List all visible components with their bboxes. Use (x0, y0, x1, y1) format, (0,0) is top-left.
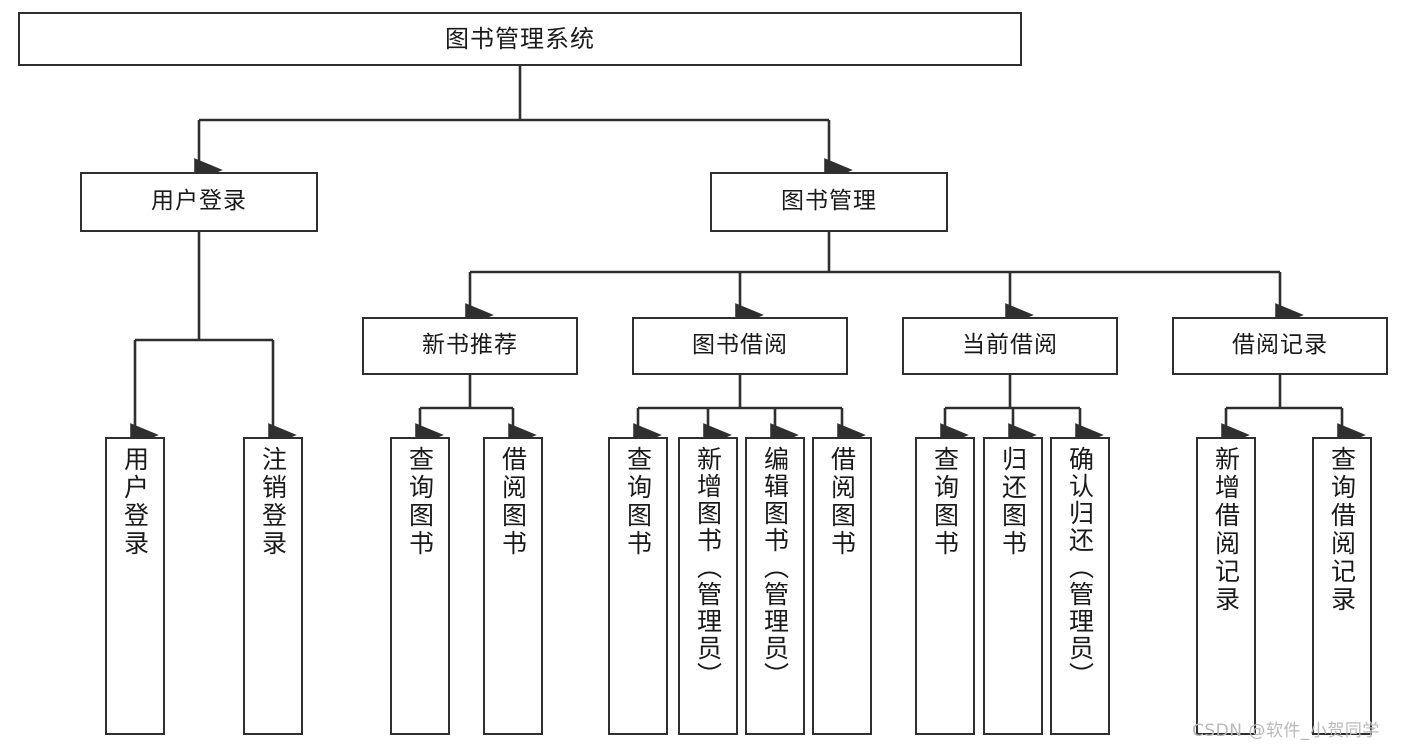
leaf-node[interactable]: 查询借阅记录 (1312, 437, 1372, 735)
leaf-node[interactable]: 归还图书 (983, 437, 1043, 735)
leaf-node-label: 用户登录 (120, 446, 150, 558)
leaf-node-label: 借阅图书 (498, 446, 528, 558)
leaf-node-label: 查询图书 (623, 446, 653, 558)
node-current-borrow-label: 当前借阅 (962, 332, 1058, 359)
leaf-node-label: 新增图书（管理员） (693, 446, 723, 689)
leaf-node[interactable]: 确认归还（管理员） (1050, 437, 1110, 735)
leaf-node[interactable]: 注销登录 (243, 437, 303, 735)
leaf-node-label: 新增借阅记录 (1211, 446, 1241, 614)
leaf-node-label: 编辑图书（管理员） (760, 446, 790, 689)
leaf-node[interactable]: 借阅图书 (812, 437, 872, 735)
node-root-label: 图书管理系统 (445, 24, 595, 53)
leaf-node-label: 查询图书 (405, 446, 435, 558)
leaf-node[interactable]: 查询图书 (390, 437, 450, 735)
node-book-borrow[interactable]: 图书借阅 (632, 317, 848, 375)
leaf-node[interactable]: 查询图书 (608, 437, 668, 735)
leaf-node-label: 查询图书 (930, 446, 960, 558)
csdn-watermark: CSDN @软件_小贺同学 (1192, 721, 1380, 741)
node-current-borrow[interactable]: 当前借阅 (902, 317, 1118, 375)
node-root[interactable]: 图书管理系统 (18, 12, 1022, 66)
node-book-management[interactable]: 图书管理 (710, 172, 948, 232)
leaf-node-label: 注销登录 (258, 446, 288, 558)
leaf-node[interactable]: 借阅图书 (483, 437, 543, 735)
node-user-login[interactable]: 用户登录 (80, 172, 318, 232)
leaf-node-label: 归还图书 (998, 446, 1028, 558)
leaf-node[interactable]: 新增借阅记录 (1196, 437, 1256, 735)
leaf-node[interactable]: 编辑图书（管理员） (745, 437, 805, 735)
leaf-node-label: 借阅图书 (827, 446, 857, 558)
node-new-book-recommend-label: 新书推荐 (422, 332, 518, 359)
node-user-login-label: 用户登录 (151, 188, 247, 215)
leaf-node[interactable]: 用户登录 (105, 437, 165, 735)
node-borrow-records-label: 借阅记录 (1232, 332, 1328, 359)
leaf-node[interactable]: 查询图书 (915, 437, 975, 735)
node-new-book-recommend[interactable]: 新书推荐 (362, 317, 578, 375)
leaf-node[interactable]: 新增图书（管理员） (678, 437, 738, 735)
node-book-borrow-label: 图书借阅 (692, 332, 788, 359)
node-borrow-records[interactable]: 借阅记录 (1172, 317, 1388, 375)
leaf-node-label: 确认归还（管理员） (1065, 446, 1095, 689)
node-book-management-label: 图书管理 (781, 188, 877, 215)
leaf-node-label: 查询借阅记录 (1327, 446, 1357, 614)
